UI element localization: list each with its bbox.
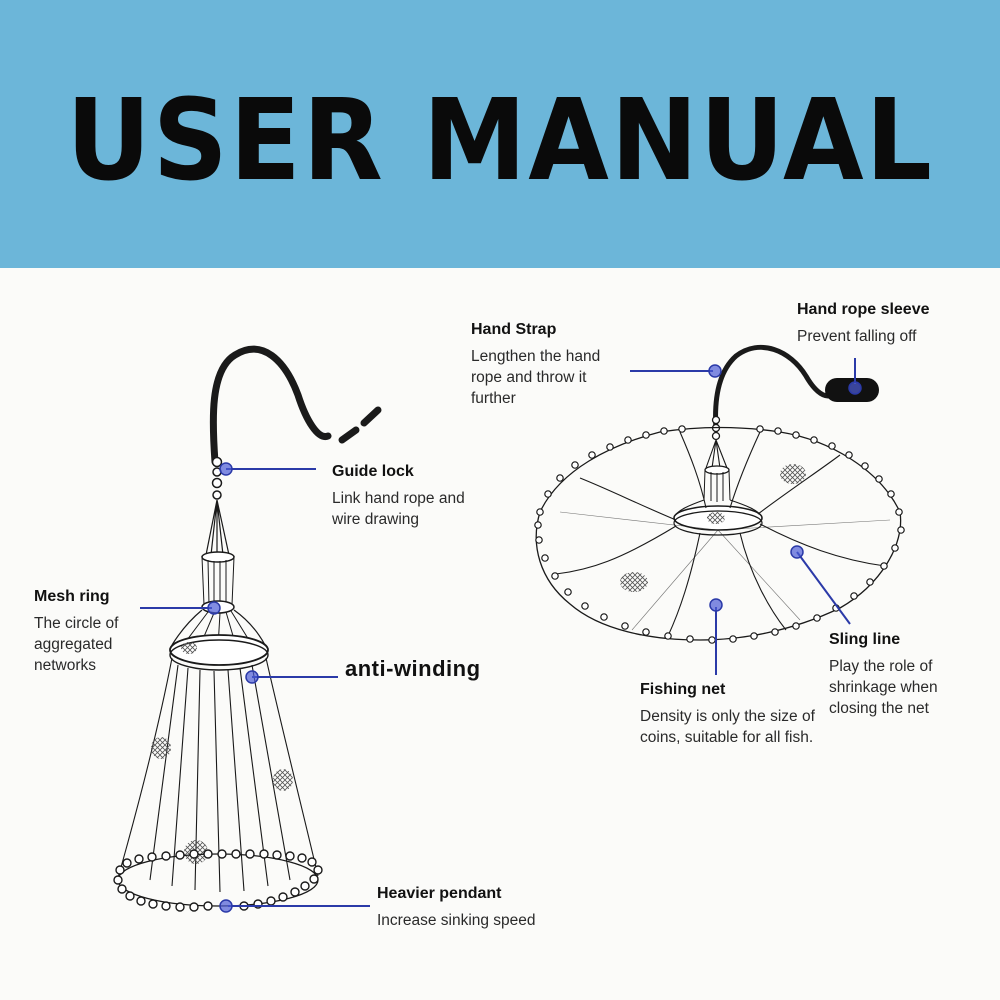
fishing-net-marker [709,598,723,612]
hand-strap-marker [708,364,722,378]
callout-leaders [140,358,856,907]
callout-description: Increase sinking speed [377,912,536,929]
guide-lock-marker [219,462,233,476]
callout-hand-strap: Hand Strap Lengthen the hand rope and th… [471,320,631,409]
callout-markers [207,364,862,913]
callout-description: Lengthen the hand rope and throw it furt… [471,348,601,407]
header-banner: USER MANUAL [0,0,1000,268]
hand-strap-rope [713,344,831,433]
spread-net-illustration [534,344,905,644]
lead-weights [113,849,323,912]
callout-title: Guide lock [332,463,414,480]
callout-description: The circle of aggregated networks [34,615,119,674]
callout-mesh-ring: Mesh ring The circle of aggregated netwo… [34,587,154,676]
sling-line-marker [790,545,804,559]
page-title: USER MANUAL [66,76,934,206]
callout-guide-lock: Guide lock Link hand rope and wire drawi… [332,462,492,530]
callout-title: Fishing net [640,681,726,698]
hand-rope [209,345,332,466]
callout-description: Prevent falling off [797,328,917,345]
rope-end-segment [338,426,360,444]
callout-anti-winding: anti-winding [345,656,481,681]
anti-winding-marker [245,670,259,684]
callout-description: Link hand rope and wire drawing [332,490,465,528]
rope-end-segment [360,406,382,427]
heavier-pendant-marker [219,899,233,913]
callout-title: Hand rope sleeve [797,301,930,318]
callout-title: Sling line [829,631,901,648]
callout-heavier-pendant: Heavier pendant Increase sinking speed [377,884,597,931]
callout-fishing-net: Fishing net Density is only the size of … [640,680,820,748]
hanging-net-illustration [113,345,382,912]
callout-hand-rope-sleeve: Hand rope sleeve Prevent falling off [797,300,987,347]
spread-net-lead-weights [534,425,905,644]
callout-title: Heavier pendant [377,885,502,902]
callout-title: Mesh ring [34,588,110,605]
callout-sling-line: Sling line Play the role of shrinkage wh… [829,630,979,719]
hand-rope-sleeve-marker [848,381,862,395]
callout-description: Play the role of shrinkage when closing … [829,658,938,717]
callout-description: Density is only the size of coins, suita… [640,708,815,746]
mesh-ring-marker [207,601,221,615]
callout-title: Hand Strap [471,321,557,338]
